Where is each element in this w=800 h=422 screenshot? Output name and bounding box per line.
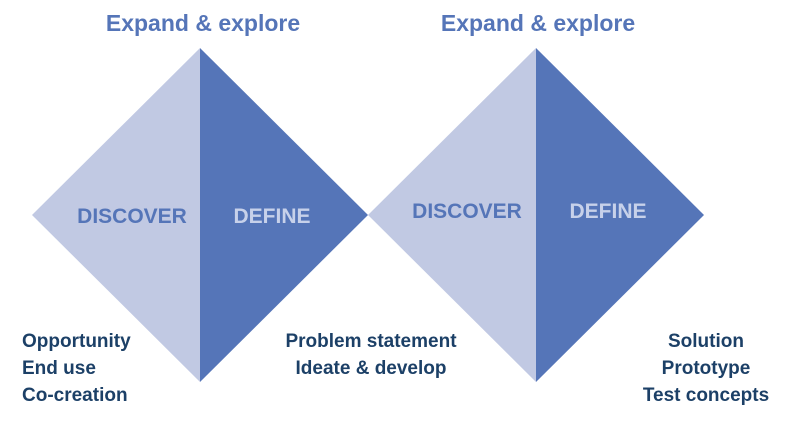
notes-middle: Problem statement Ideate & develop <box>281 328 461 382</box>
note-item: Prototype <box>661 358 751 379</box>
notes-left: Opportunity End use Co-creation <box>22 328 131 409</box>
diamond-1-heading: Expand & explore <box>105 10 301 36</box>
diamond-1-define-label: DEFINE <box>233 205 310 228</box>
note-item: Solution <box>668 331 744 352</box>
diamond-2-heading: Expand & explore <box>440 10 636 36</box>
diamond-2-define-half <box>536 48 704 382</box>
note-item: Problem statement <box>285 331 457 352</box>
note-item: Opportunity <box>22 331 131 352</box>
diamond-2: DISCOVER DEFINE <box>368 48 704 382</box>
diamond-2-discover-label: DISCOVER <box>412 200 522 223</box>
note-item: End use <box>22 358 96 379</box>
note-item: Ideate & develop <box>295 358 447 379</box>
diamond-1: DISCOVER DEFINE <box>32 48 368 382</box>
diamond-1-discover-half <box>32 48 200 382</box>
note-item: Co-creation <box>22 385 128 406</box>
diamond-2-discover-half <box>368 48 536 382</box>
diamond-1-define-half <box>200 48 368 382</box>
diamond-1-discover-label: DISCOVER <box>77 205 187 228</box>
notes-right: Solution Prototype Test concepts <box>636 328 776 409</box>
diamond-2-define-label: DEFINE <box>569 200 646 223</box>
note-item: Test concepts <box>642 385 770 406</box>
